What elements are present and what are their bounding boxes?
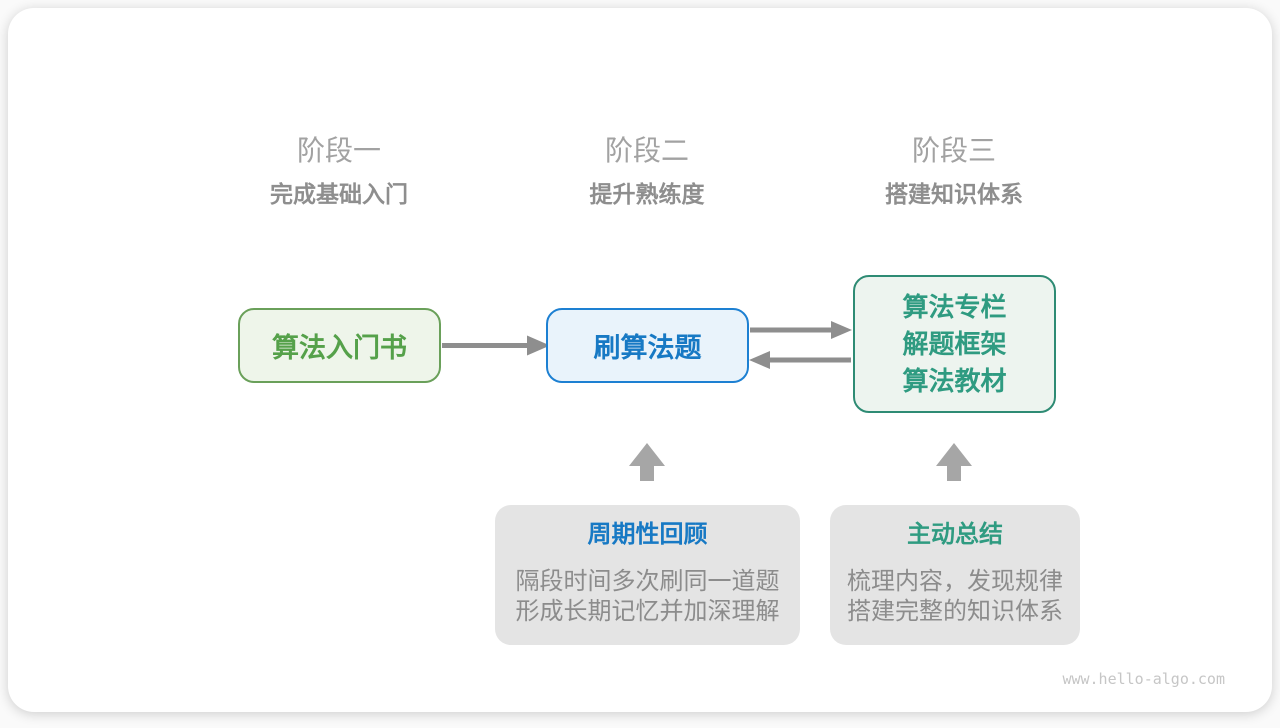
arrow-resources-to-practice [749, 351, 851, 369]
stage-1-label: 阶段一 [296, 135, 382, 166]
arrow-practice-to-resources [750, 321, 852, 339]
watermark-url: www.hello-algo.com [1062, 670, 1225, 688]
node-intro-book: 算法入门书 [238, 308, 441, 383]
note-periodic-review: 周期性回顾 隔段时间多次刷同一道题 形成长期记忆并加深理解 [495, 505, 800, 645]
note-active-summary-title: 主动总结 [907, 521, 1003, 548]
stage-2-subtitle: 提升熟练度 [589, 181, 705, 207]
stage-3-subtitle: 搭建知识体系 [885, 181, 1023, 207]
stage-1-subtitle: 完成基础入门 [270, 181, 408, 207]
node-practice-problems: 刷算法题 [546, 308, 749, 383]
diagram-card: 阶段一 阶段二 阶段三 完成基础入门 提升熟练度 搭建知识体系 算法入门 [8, 8, 1272, 712]
node-resources-line-3: 算法教材 [902, 365, 1007, 396]
node-knowledge-resources: 算法专栏 解题框架 算法教材 [853, 275, 1056, 413]
note-active-summary-desc: 梳理内容，发现规律 搭建完整的知识体系 [830, 567, 1080, 627]
node-resources-line-2: 解题框架 [902, 328, 1007, 359]
note-periodic-review-desc: 隔段时间多次刷同一道题 形成长期记忆并加深理解 [495, 567, 800, 627]
note-active-summary-line-2: 搭建完整的知识体系 [847, 598, 1063, 625]
node-practice-problems-label: 刷算法题 [593, 333, 702, 363]
note-active-summary: 主动总结 梳理内容，发现规律 搭建完整的知识体系 [830, 505, 1080, 645]
node-intro-book-label: 算法入门书 [272, 333, 407, 363]
note-periodic-review-line-2: 形成长期记忆并加深理解 [515, 598, 780, 625]
arrow-intro-to-practice [442, 335, 550, 356]
note-active-summary-line-1: 梳理内容，发现规律 [847, 568, 1063, 595]
node-resources-line-1: 算法专栏 [902, 291, 1007, 322]
up-arrow-summary [936, 443, 972, 481]
stage-3-label: 阶段三 [911, 135, 997, 166]
up-arrow-review [629, 443, 665, 481]
stage-2-label: 阶段二 [604, 135, 690, 166]
note-periodic-review-title: 周期性回顾 [587, 521, 708, 548]
note-periodic-review-line-1: 隔段时间多次刷同一道题 [515, 568, 780, 595]
